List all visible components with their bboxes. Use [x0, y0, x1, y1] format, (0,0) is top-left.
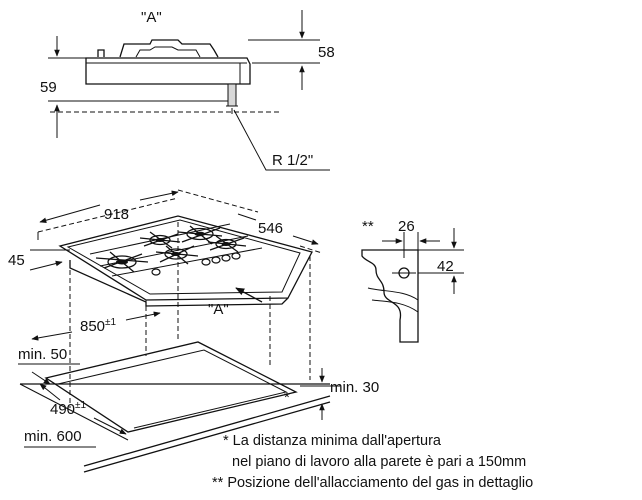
notes: * La distanza minima dall'apertura nel p…: [212, 433, 533, 491]
dim-59-label: 59: [40, 79, 57, 96]
dim-918-label: 918: [104, 206, 129, 223]
pan-support-side: [119, 39, 219, 58]
worktop-cutout: [44, 341, 298, 433]
hob-side-body: [85, 57, 251, 85]
dim-42-label: 42: [437, 258, 454, 275]
hob-top-plate: [58, 215, 313, 301]
note-line-1: * La distanza minima dall'apertura: [223, 433, 442, 449]
dim-490-tolerance: ±1: [75, 400, 86, 411]
worktop-front-edge: [83, 395, 331, 467]
double-star-mark: **: [362, 218, 374, 235]
burner-back-right: [177, 225, 223, 245]
view-a-label-top: "A": [141, 9, 162, 26]
min-600-label: min. 600: [24, 428, 82, 445]
bracket-profile: [361, 249, 419, 343]
dim-546-label: 546: [258, 220, 283, 237]
star-mark: *: [284, 389, 290, 406]
min-50-label: min. 50: [18, 346, 67, 363]
side-view: "A" 59 58 R 1/2": [40, 9, 335, 171]
dim-45-label: 45: [8, 252, 25, 269]
note-line-2: nel piano di lavoro alla parete è pari a…: [232, 454, 526, 470]
thread-label: R 1/2": [272, 152, 313, 169]
view-a-label-arrow: "A": [208, 301, 229, 318]
note-line-3: ** Posizione dell'allacciamento del gas …: [212, 475, 533, 491]
burner-right: [207, 235, 247, 253]
dim-490-label: 490±1: [50, 400, 87, 418]
burner-front-right: [155, 245, 199, 265]
gas-pipe: [227, 83, 237, 107]
gas-connection-detail: ** 26 42: [361, 218, 464, 343]
control-knobs: [151, 252, 241, 276]
perspective-view: 918 546 45: [8, 189, 379, 473]
view-a-arrow: [235, 287, 263, 303]
thread-leader: [233, 109, 330, 171]
min-30-label: min. 30: [330, 379, 379, 396]
dim-850-label: 850±1: [80, 317, 117, 335]
dim-850-tolerance: ±1: [105, 317, 116, 328]
dim-58-label: 58: [318, 44, 335, 61]
burner-back-left: [139, 231, 181, 249]
dim-26-label: 26: [398, 218, 415, 235]
